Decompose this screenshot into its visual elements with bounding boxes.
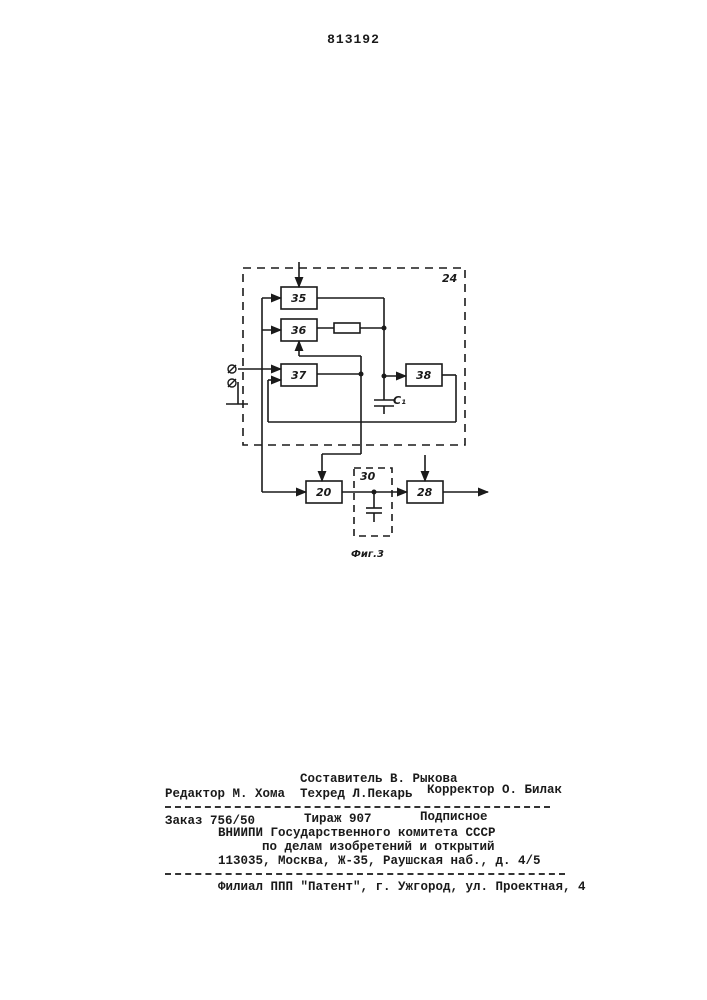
editor: Редактор М. Хома <box>165 787 285 801</box>
rule-bottom <box>165 873 565 875</box>
org-line-2: по делам изобретений и открытий <box>262 840 495 854</box>
circulation: Тираж 907 <box>304 812 372 826</box>
corrector: Корректор О. Билак <box>427 783 562 797</box>
subscription: Подписное <box>420 810 488 824</box>
rule-top <box>165 806 550 808</box>
address: 113035, Москва, Ж-35, Раушская наб., д. … <box>218 854 541 868</box>
techred: Техред Л.Пекарь <box>300 787 413 801</box>
org-line-1: ВНИИПИ Государственного комитета СССР <box>218 826 496 840</box>
branch: Филиал ППП "Патент", г. Ужгород, ул. Про… <box>218 880 586 894</box>
